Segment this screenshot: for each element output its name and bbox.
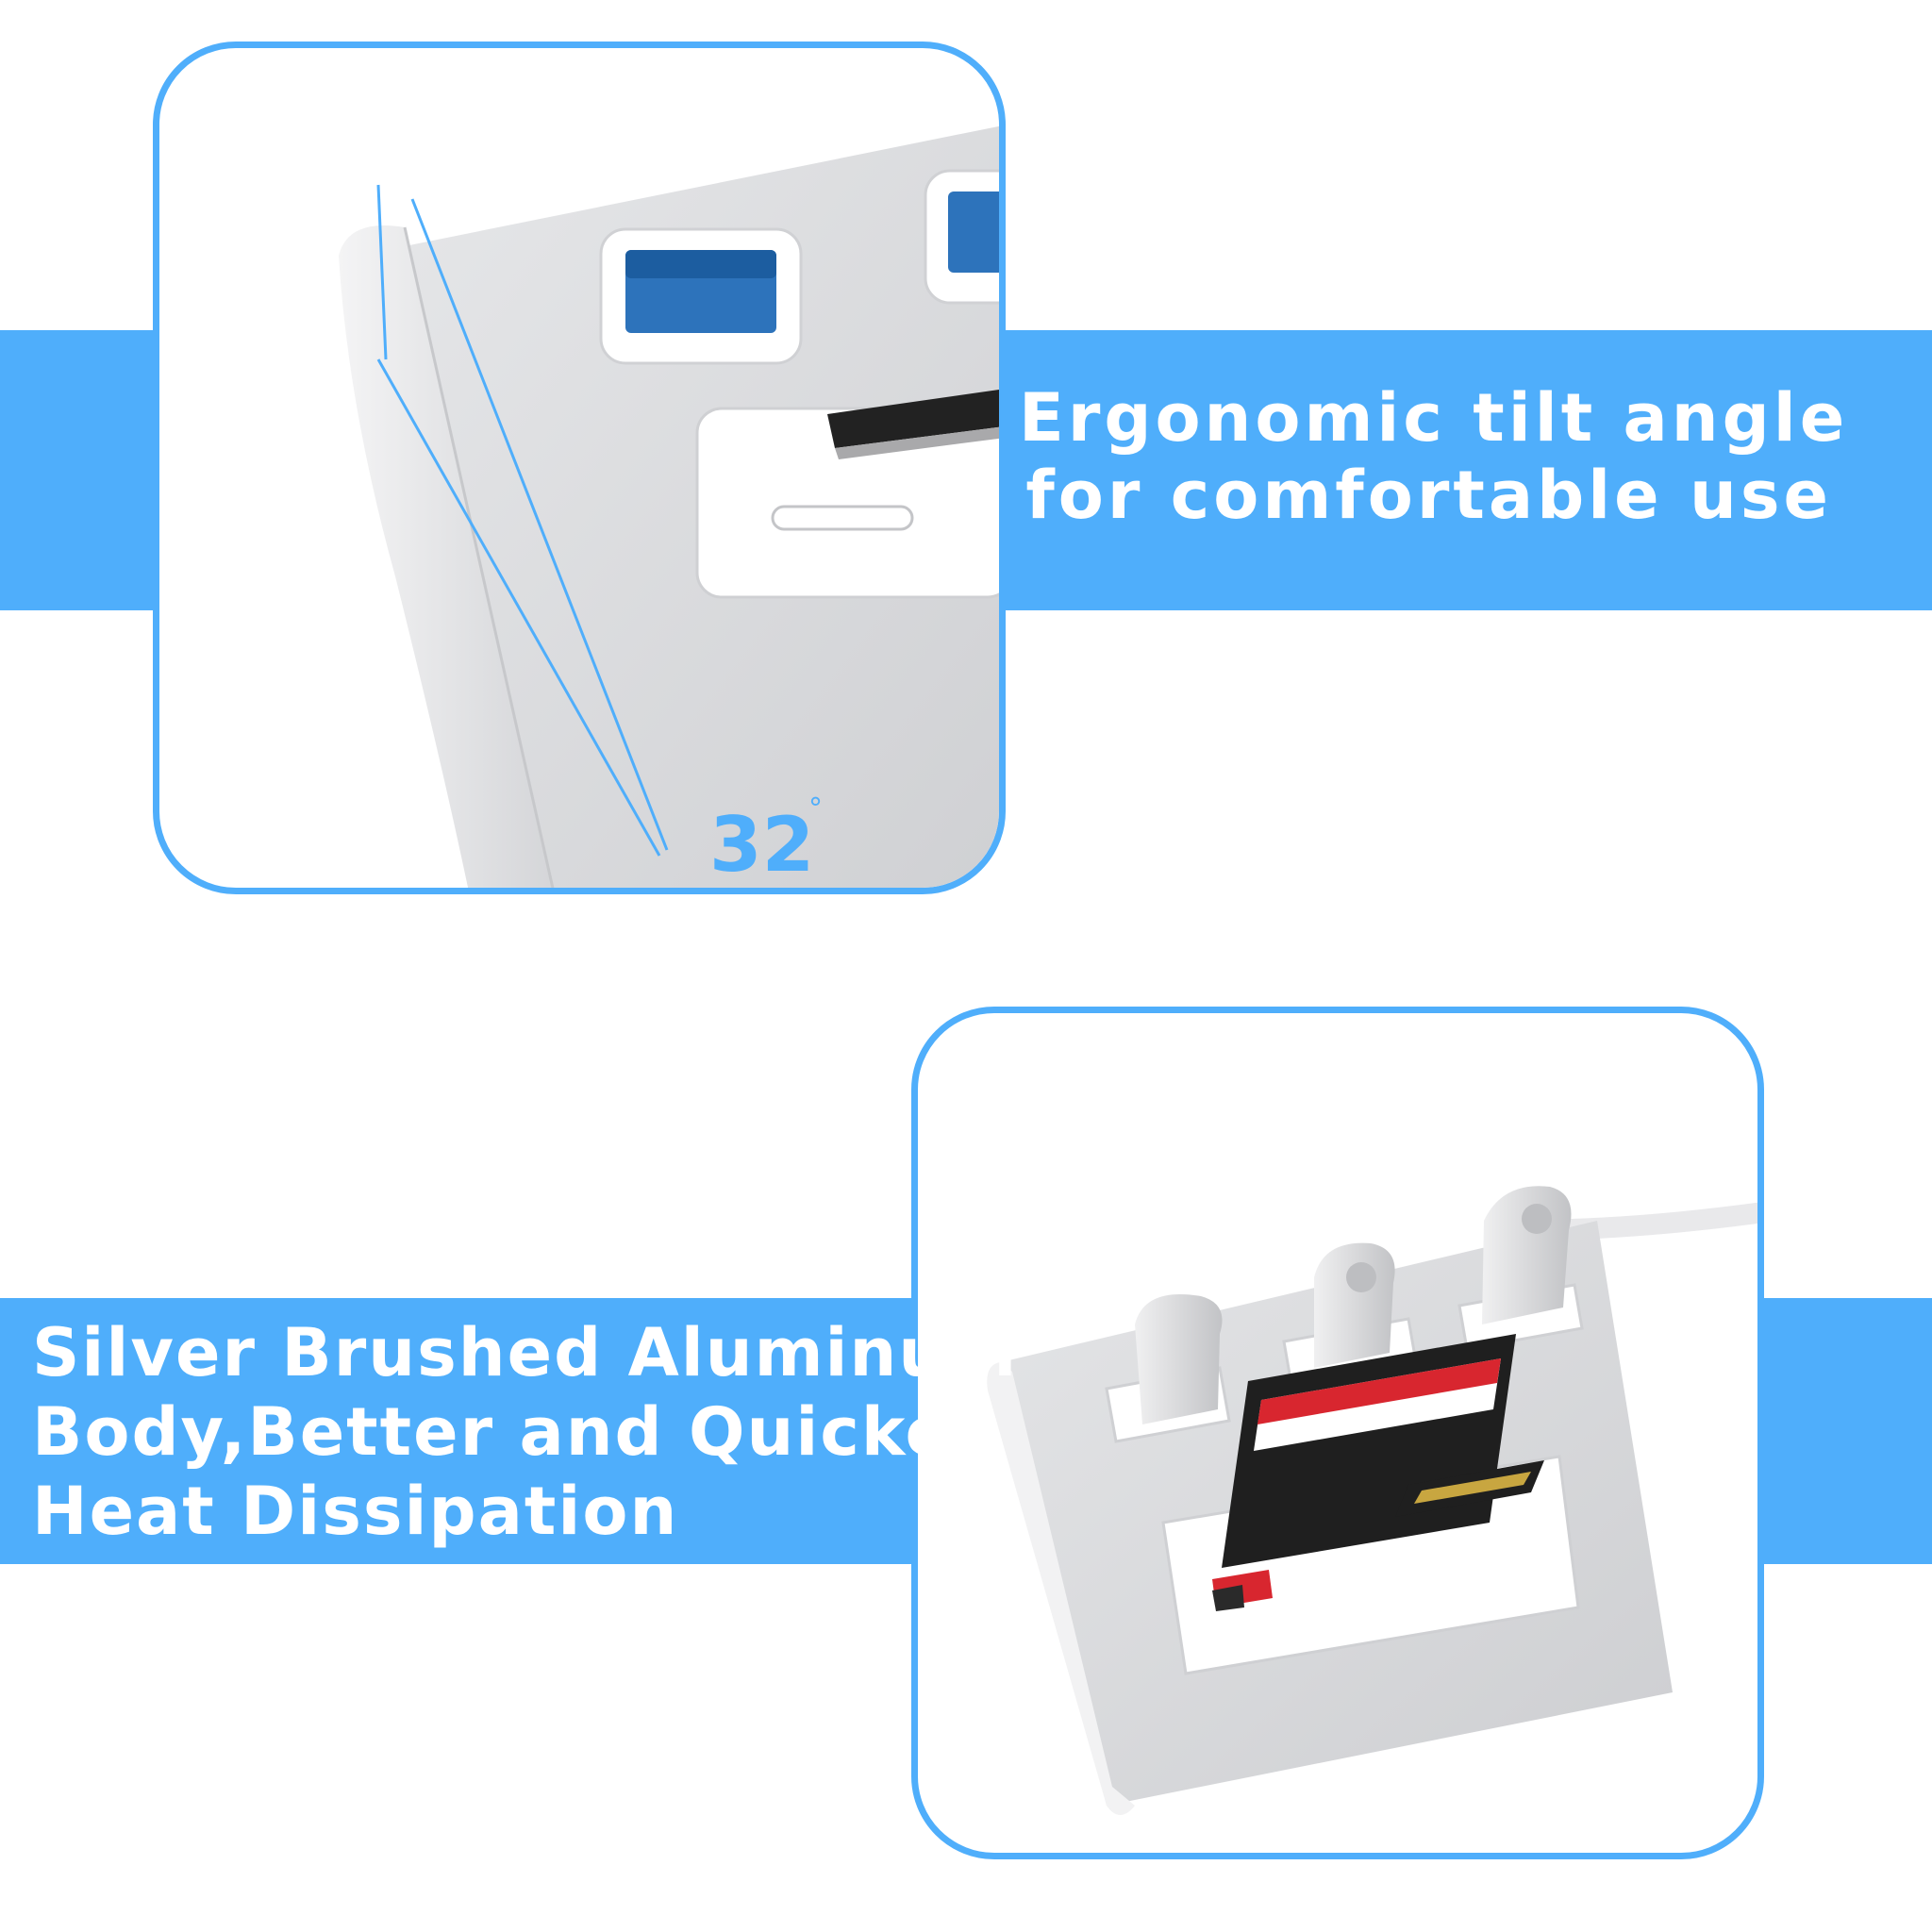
tilt-angle-value: 32	[709, 801, 815, 889]
card-reader-plate	[695, 407, 999, 599]
sd-card-slot	[827, 390, 999, 448]
flash-drive-3	[1482, 1186, 1572, 1324]
aluminum-caption-line-2: Body,Better and Quicker	[32, 1393, 987, 1471]
tilt-angle-panel: 32 °	[153, 42, 1006, 894]
tilt-caption-line-2: for comfortable use	[1025, 457, 1832, 534]
flash-drive-1	[1135, 1294, 1223, 1424]
angle-guide-right	[410, 198, 669, 851]
tilt-caption-line-1: Ergonomic tilt angle	[1019, 379, 1849, 457]
angle-guide-vertical	[376, 184, 388, 360]
angle-guide-left	[376, 358, 661, 857]
hub-end-cap	[339, 225, 553, 888]
tilt-angle-unit: °	[808, 792, 823, 825]
tilt-angle-caption: Ergonomic tilt angle for comfortable use	[1019, 379, 1849, 534]
aluminum-body-caption: Silver Brushed Aluminum Body,Better and …	[32, 1313, 1019, 1551]
hub-end-cap	[987, 1362, 1135, 1815]
hub-side-view-illustration	[339, 125, 999, 888]
aluminum-caption-line-3: Heat Dissipation	[32, 1473, 679, 1550]
microsd-slot	[771, 505, 914, 531]
aluminum-caption-line-1: Silver Brushed Aluminum	[32, 1314, 1019, 1391]
hub-with-drives-illustration	[987, 1186, 1757, 1815]
flash-drive-2	[1314, 1242, 1395, 1368]
aluminum-body-panel	[911, 1007, 1764, 1859]
